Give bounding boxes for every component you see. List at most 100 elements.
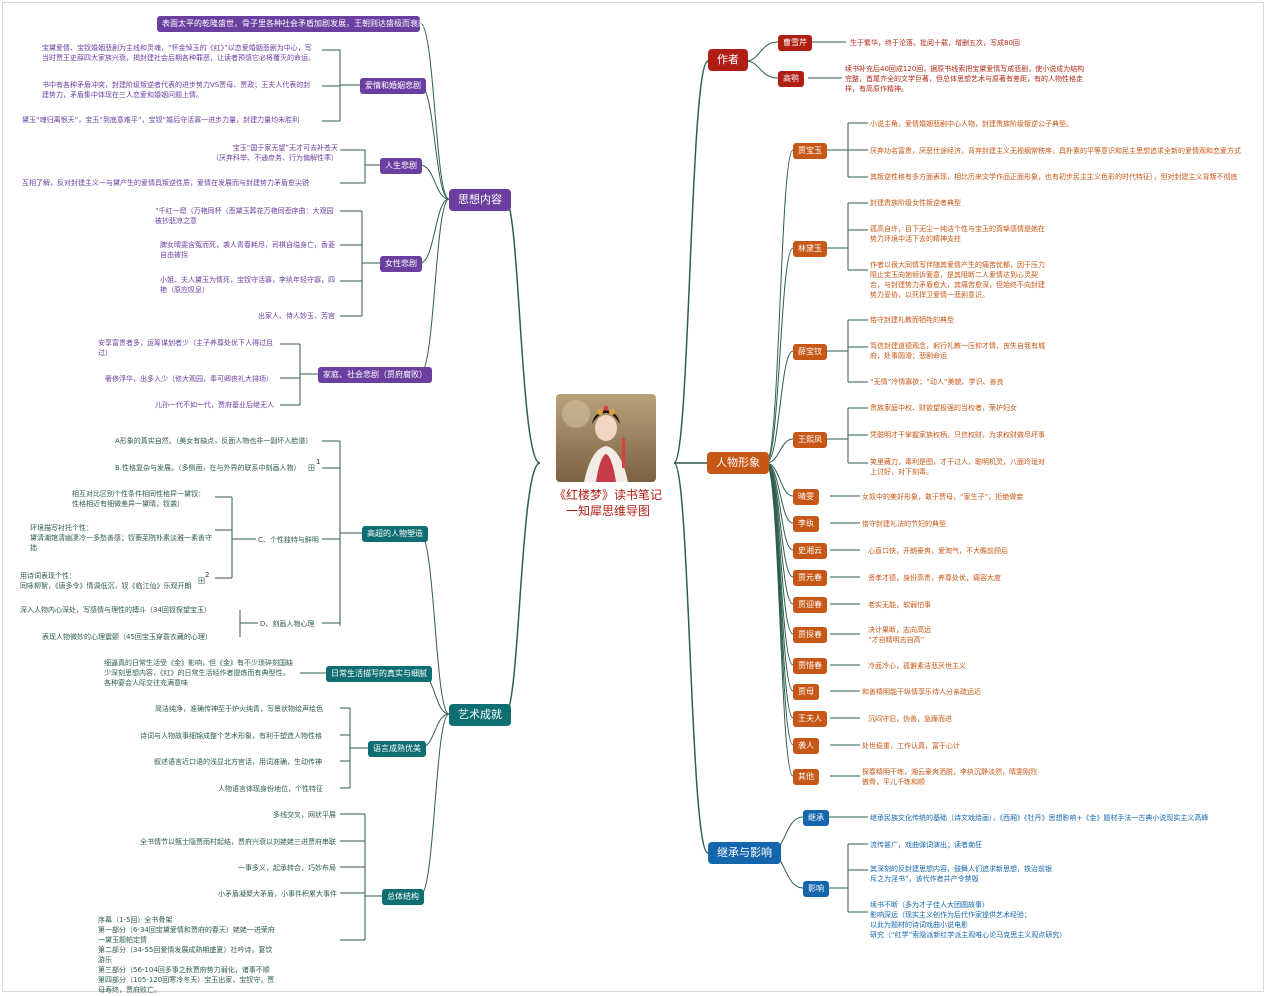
art-portrayal-item: 深入人物内心深处，写感情与理性的搏斗（34回钗探望宝玉） xyxy=(20,606,211,614)
center-portrait xyxy=(556,394,656,482)
marker-icon: 田 xyxy=(308,464,315,472)
art-daily-item: 细逼真的日常生活受《金》影响，但《金》有不少琐碎刻国缺少深刻思想内容，《红》的日… xyxy=(104,659,293,687)
char-xifeng[interactable]: 王熙凤 xyxy=(793,432,827,448)
char-liwan[interactable]: 李纨 xyxy=(793,516,819,532)
art-language-item: 诗词与人物故事细锦成整个艺术形象，有利于塑造人物性格 xyxy=(140,732,322,740)
char-tanchun-text: 决计果断，志向高远 “才自精明志自高” xyxy=(868,626,931,644)
char-wangfuren-text: 沉闷守旧，伪善，急躁而进 xyxy=(868,715,952,723)
art-portrayal-item: B.性格复杂与发展。（多侧面，在与外界的联系中刻画人物） xyxy=(115,464,301,472)
legacy-influence-item: 流传甚广，戏曲弹词演出；读者痴狂 xyxy=(870,841,982,849)
art-portrayal[interactable]: 高超的人物塑造 xyxy=(362,526,428,542)
char-daiyu-item: 作者以很大同情写伴随其爱情产生的痛苦忧郁，因于压力阻止宝玉向她倾诉爱意，是其阻断… xyxy=(870,261,1045,299)
char-xiangyun-text: 心直口快，开朗豪爽，爱淘气，不大瞻前顾后 xyxy=(868,547,1008,555)
legacy-influence[interactable]: 影响 xyxy=(803,881,829,897)
char-tanchun[interactable]: 贾探春 xyxy=(793,627,827,643)
char-jiamu-text: 和善精明能干纵情享乐待人分亲疏远近 xyxy=(862,688,981,696)
art-portrayal-item: A形象的真实自然。（美女有缺点，反面人物也非一副坏人脸谱） xyxy=(115,437,313,445)
char-yuanchun-text: 贤孝才德，身份高贵，养尊处优，痛容大度 xyxy=(868,574,1001,582)
branch-thought[interactable]: 思想内容 xyxy=(449,189,511,211)
branch-legacy[interactable]: 继承与影响 xyxy=(708,842,781,864)
marker-number: 2 xyxy=(205,571,210,579)
char-baoyu[interactable]: 贾宝玉 xyxy=(793,143,827,159)
art-structure-item: 全书情节以甄士隐贾雨村起结，贾府兴衰以刘姥姥三进贾府串联 xyxy=(140,838,336,846)
char-baoyu-item: 小说主角，爱情婚姻悲剧中心人物，封建贵族阶级叛逆公子典型。 xyxy=(870,120,1073,128)
char-daiyu-item: 封建贵族阶级女性叛逆者典型 xyxy=(870,199,961,207)
art-structure[interactable]: 总体结构 xyxy=(382,889,424,905)
author-gao-e-text: 续书补充后40回成120回，据原书线索把宝黛爱情写成悲剧，使小说成为结构完整，首… xyxy=(845,65,1085,93)
char-xiren[interactable]: 袭人 xyxy=(793,738,819,754)
char-yuanchun[interactable]: 贾元春 xyxy=(793,570,827,586)
art-language-item: 叙述语言近口语的浅显北方官话，用词准确，生动传神 xyxy=(154,758,322,766)
char-xifeng-item: 凭聪明才干掌握家族权柄，只信权财，为求权财做尽坏事 xyxy=(870,431,1045,439)
thought-female-item: “千红一窟（万艳同杯（悲黛玉葬花万艳同悲序曲：大观园被抄悲凉之意 xyxy=(155,207,334,225)
art-portrayal-c: C、个性独特与鲜明 xyxy=(258,536,319,544)
branch-author[interactable]: 作者 xyxy=(708,49,748,71)
char-daiyu[interactable]: 林黛玉 xyxy=(793,241,827,257)
art-structure-item: 一事多义，起承转合，巧妙布局 xyxy=(238,864,336,872)
char-others-text: 探春精明干练，湘云豪爽洒脱，李纨沉静淡然，晴雯刚烈傲骨，平儿千练和顺 xyxy=(862,768,1037,786)
char-xifeng-item: 贵族家庭中权、财欲望极强的当权者，荣护妇女 xyxy=(870,404,1017,412)
thought-life-tragedy[interactable]: 人生悲剧 xyxy=(380,158,422,174)
thought-female-item: 出家人、侍人妙玉、芳官 xyxy=(258,312,335,320)
art-language-item: 简洁纯净，准确传神至于炉火纯青，写景状物绘声绘色 xyxy=(155,705,323,713)
thought-love-tragedy[interactable]: 爱情和婚姻悲剧 xyxy=(360,78,426,94)
art-portrayal-d: D、刻画人物心理 xyxy=(260,620,315,628)
thought-love-item: 书中有各种矛盾冲突，封建阶级叛逆者代表的进步势力VS贾母、贾政；王夫人代表的封建… xyxy=(42,81,311,99)
thought-love-item: 宝黛爱情、宝钗婚姻悲剧为主线和灵魂，“怀金悼玉的《红》”以恋爱婚姻悲剧为中心，写… xyxy=(42,44,315,62)
char-baochai-item: 笃信封建道德观念，躬行礼教一压抑才情，丧失自我有城府，处事圆滑；悲剧命运 xyxy=(870,342,1045,360)
char-xichun[interactable]: 贾惜春 xyxy=(793,658,827,674)
thought-female-tragedy[interactable]: 女性悲剧 xyxy=(380,256,422,272)
char-yingchun-text: 老实无能，软弱怕事 xyxy=(868,601,931,609)
marker-number: 1 xyxy=(316,458,321,466)
art-language-item: 人物语言体现身份地位，个性特征 xyxy=(218,785,323,793)
thought-family-tragedy[interactable]: 家庭、社会悲剧（贾府腐败） xyxy=(318,367,432,383)
author-gao-e[interactable]: 高鹗 xyxy=(778,71,804,87)
char-wangfuren[interactable]: 王夫人 xyxy=(793,711,827,727)
thought-life-item: 宝玉“国于家无望”无才可去补苍天 （厌弃科举、不通庶务、行为偏解性乖） xyxy=(212,144,338,162)
char-baochai[interactable]: 薛宝钗 xyxy=(793,344,827,360)
art-portrayal-item: 表现人物微妙的心理震颤（45回宝玉穿蓑衣藏的心理） xyxy=(42,633,212,641)
branch-art[interactable]: 艺术成就 xyxy=(449,704,511,726)
char-baoyu-item: 厌弃功名富贵，厌恶仕途经济，背弃封建主义无视纲常秩序，具朴素的平等意识和民主思想… xyxy=(870,147,1241,155)
thought-family-item: 奢侈浮华，出多入少（修大观园，奉可卿丧礼大排场） xyxy=(105,375,273,383)
art-daily-life[interactable]: 日常生活描写的真实与细腻 xyxy=(326,666,432,682)
thought-family-item: 安享富贵者多，运筹谋划者少（主子养尊处优下人得过且过） xyxy=(98,339,273,357)
char-daiyu-item: 孤高自许，目下无尘一纯洁个性与宝玉的真挚感情是她在势力环境中活下去的精神支柱 xyxy=(870,225,1045,243)
char-others[interactable]: 其他 xyxy=(793,769,819,785)
author-cao-xueqin[interactable]: 曹雪芹 xyxy=(778,35,812,51)
thought-family-item: 儿孙一代不如一代，贾府基业后继无人 xyxy=(155,401,274,409)
art-structure-item: 小矛盾凝聚大矛盾，小事件积累大事件 xyxy=(218,890,337,898)
char-xichun-text: 冷面冷心，孤僻素洁悲厌世主义 xyxy=(868,662,966,670)
thought-top-note[interactable]: 表面太平的乾隆盛世，骨子里各种社会矛盾加剧发展，王朝则达盛极而衰的转折点 xyxy=(157,16,450,32)
legacy-inherit-text: 继承民族文化传统的基础（诗文戏绘画），《西厢》《牡丹》思想影响+《金》题材手法一… xyxy=(870,814,1209,822)
char-qingwen-text: 女奴中的美好形象，敢于贾母，“家生子”，拒绝做妾 xyxy=(862,493,1024,501)
thought-female-item: 脾女晴雯含冤而死，袭人青春耗尽，司棋自缢身亡，香菱自由被拐 xyxy=(160,241,335,259)
legacy-influence-item: 续书不断（多为才子佳人大团圆故事） 影响深远（现实主义创作为后代作家提供艺术经验… xyxy=(870,901,1067,939)
legacy-influence-item: 其深刻的反封建思想内容，鼓舞人们追求新思想，铁治前银斥之为淫书”，该代作者并产令… xyxy=(870,865,1052,883)
char-liwan-text: 恪守封建礼法的节妇的典型 xyxy=(862,520,946,528)
char-xiangyun[interactable]: 史湘云 xyxy=(793,543,827,559)
thought-female-item: 小姐、夫人黛玉为情死，宝钗守活寡，李纨年轻守寡，四艳（原应叹息） xyxy=(160,276,335,294)
author-cao-xueqin-text: 生于繁华，终于沦落。批阅十载，增删五次，写成80回 xyxy=(850,39,1020,47)
char-jiamu[interactable]: 贾母 xyxy=(793,684,819,700)
branch-characters[interactable]: 人物形象 xyxy=(707,452,769,474)
char-baochai-item: 恪守封建礼教而牺牲的典型 xyxy=(870,316,954,324)
art-portrayal-item: 相互对比区别个性条件相同性格异一黛钗： 性格相近有细微差异一黛晴，钗袭） xyxy=(72,490,205,508)
char-yingchun[interactable]: 贾迎春 xyxy=(793,597,827,613)
art-structure-item: 序幕（1-5回）全书骨架 第一部分（6-34回宝黛爱情和贾府的春天）姥姥一进荣府… xyxy=(98,916,275,994)
art-portrayal-item: 环境描写衬托个性： 黛清潮馆清幽凄冷一多愁善感；钗蘅芜院朴素淡雅一素善守拙 xyxy=(30,524,212,552)
char-xifeng-item: 笑里藏刀，毒利是图，才干过人，聪明机灵，八面玲珑对上讨好，对下刻毒。 xyxy=(870,458,1045,476)
marker-icon: 田 xyxy=(198,577,205,585)
art-portrayal-item: 用诗词表现个性： 同咏柳絮，《唐多令》情调低沉，钗《临江仙》乐观开朗 xyxy=(20,572,192,590)
thought-life-item: 互相了解，反对封建主义一与黛产生的爱情具叛逆性质，爱情在发展而与封建势力矛盾愈尖… xyxy=(22,179,309,187)
char-xiren-text: 处世稳重，工作认真，富于心计 xyxy=(862,742,960,750)
char-baochai-item: “无情”冷情寡欲；“动人”美貌、学识、善良 xyxy=(870,378,1004,386)
char-baoyu-item: 其叛逆性格有多方面表现，相比历来文学作品正面形象，也有初步民主主义色彩的时代特征… xyxy=(870,173,1238,181)
map-title: 《红楼梦》读书笔记 一知犀思维导图 xyxy=(553,488,662,518)
thought-love-item: 黛玉“魂归离恨天”，宝玉“到底意难平”，宝钗“婚后守活寡一进步力量，封建力量均未… xyxy=(22,116,300,124)
art-language[interactable]: 语言成熟优美 xyxy=(368,741,426,757)
art-structure-item: 多线交叉，网状平展 xyxy=(273,811,336,819)
legacy-inherit[interactable]: 继承 xyxy=(803,810,829,826)
char-qingwen[interactable]: 晴雯 xyxy=(793,489,819,505)
